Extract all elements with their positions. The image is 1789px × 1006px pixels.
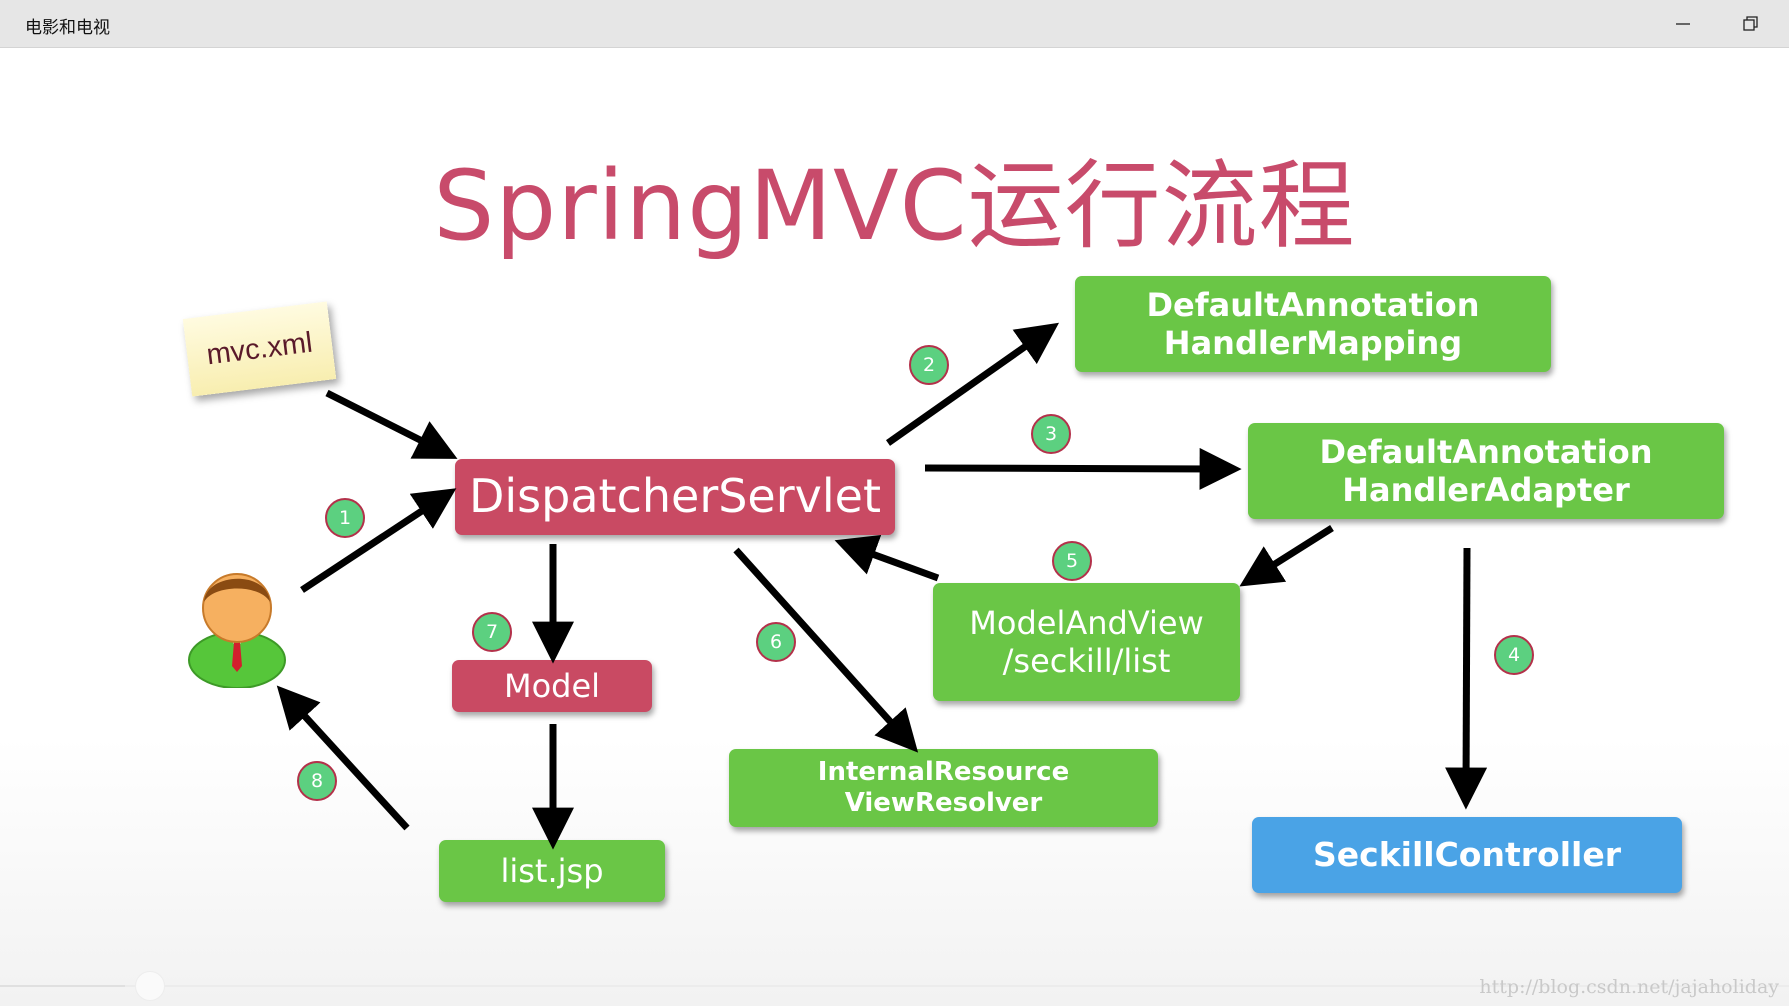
arrow-4 (1445, 547, 1488, 810)
flow-arrows (276, 322, 1488, 850)
handler-mapping-line1: DefaultAnnotation (1146, 285, 1480, 324)
arrow-1 (300, 488, 457, 593)
minimize-icon (1676, 23, 1690, 25)
view-resolver-box: InternalResource ViewResolver (729, 749, 1158, 827)
minimize-button[interactable] (1660, 8, 1706, 40)
watermark-url: http://blog.csdn.net/jajaholiday (1479, 976, 1779, 998)
seek-bar-knob[interactable] (135, 971, 166, 1001)
step-badge-6: 6 (756, 622, 796, 662)
slide-title: SpringMVC运行流程 (433, 150, 1356, 262)
model-box: Model (452, 660, 652, 712)
step-badge-8: 8 (297, 761, 337, 801)
arrow-5b (834, 534, 940, 582)
model-and-view-line2: /seckill/list (1002, 642, 1171, 680)
handler-adapter-box: DefaultAnnotation HandlerAdapter (1248, 423, 1724, 519)
step-badge-1: 1 (325, 498, 365, 538)
view-resolver-line2: ViewResolver (844, 788, 1043, 818)
restore-icon (1743, 16, 1758, 31)
handler-adapter-line2: HandlerAdapter (1342, 471, 1630, 509)
user-avatar-icon (188, 573, 286, 688)
arrow-note-to-dispatcher (325, 389, 458, 459)
video-stage[interactable]: SpringMVC运行流程 mvc.xml DispatcherServlet … (0, 48, 1789, 1006)
step-badge-3: 3 (1031, 414, 1071, 454)
seek-bar[interactable] (0, 971, 1789, 1001)
list-jsp-box: list.jsp (439, 840, 665, 902)
view-resolver-line1: InternalResource (817, 756, 1070, 787)
handler-adapter-line1: DefaultAnnotation (1319, 432, 1653, 471)
arrow-5a (1239, 525, 1334, 587)
app-title: 电影和电视 (25, 18, 110, 38)
handler-mapping-line2: HandlerMapping (1163, 324, 1463, 362)
step-badge-4: 4 (1494, 635, 1534, 675)
handler-mapping-box: DefaultAnnotation HandlerMapping (1075, 276, 1551, 372)
model-and-view-box: ModelAndView /seckill/list (933, 583, 1240, 701)
arrow-8 (276, 685, 410, 831)
step-badge-7: 7 (472, 612, 512, 652)
step-badge-5: 5 (1052, 541, 1092, 581)
arrow-3 (924, 447, 1242, 490)
seek-bar-progress (0, 985, 126, 987)
seckill-controller-box: SeckillController (1252, 817, 1682, 893)
step-badge-2: 2 (909, 345, 949, 385)
dispatcher-servlet-box: DispatcherServlet (455, 459, 895, 535)
window-titlebar: 电影和电视 (0, 0, 1789, 48)
model-and-view-line1: ModelAndView (969, 603, 1204, 642)
restore-button[interactable] (1728, 8, 1774, 40)
arrow-6 (733, 547, 919, 753)
arrow-2 (885, 322, 1060, 446)
